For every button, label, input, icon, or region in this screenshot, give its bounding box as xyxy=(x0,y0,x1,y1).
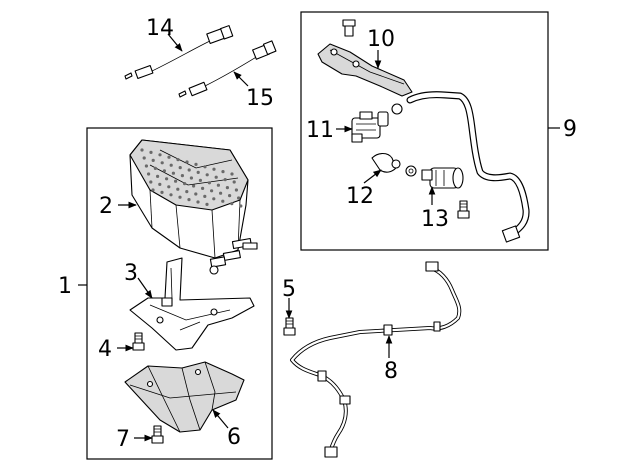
canister-bracket xyxy=(129,257,255,351)
canister-texture-dot xyxy=(237,196,241,200)
bolt-5 xyxy=(283,317,296,336)
bolt-4 xyxy=(132,332,145,351)
canister-texture-dot xyxy=(225,186,229,190)
canister-texture-dot xyxy=(212,197,216,201)
canister-texture-dot xyxy=(160,161,164,165)
canister-texture-dot xyxy=(194,192,198,196)
evap-canister xyxy=(129,139,258,275)
canister-texture-dot xyxy=(194,162,198,166)
canister-texture-dot xyxy=(221,170,225,174)
wiring-harness xyxy=(290,261,462,458)
canister-texture-dot xyxy=(169,163,173,167)
canister-texture-dot xyxy=(185,160,189,164)
callout-5: 5 xyxy=(282,277,296,302)
callout-12: 12 xyxy=(346,184,374,209)
canister-texture-dot xyxy=(142,156,146,160)
callout-11: 11 xyxy=(306,118,334,143)
canister-texture-dot xyxy=(187,168,191,172)
canister-texture-dot xyxy=(214,175,218,179)
canister-texture-dot xyxy=(171,171,175,175)
canister-texture-dot xyxy=(196,200,200,204)
canister-texture-dot xyxy=(230,172,234,176)
canister-texture-dot xyxy=(210,189,214,193)
canister-texture-dot xyxy=(205,173,209,177)
canister-texture-dot xyxy=(165,177,169,181)
canister-texture-dot xyxy=(232,180,236,184)
canister-texture-dot xyxy=(169,193,173,197)
canister-texture-dot xyxy=(156,174,160,178)
hose-connector xyxy=(371,152,417,177)
canister-texture-dot xyxy=(221,199,225,203)
canister-texture-dot xyxy=(153,166,157,170)
canister-texture-dot xyxy=(198,178,202,182)
canister-texture-dot xyxy=(176,158,180,162)
canister-texture-dot xyxy=(219,191,223,195)
canister-texture-dot xyxy=(149,180,153,184)
canister-texture-dot xyxy=(216,183,220,187)
canister-texture-dot xyxy=(149,150,153,154)
callout-10: 10 xyxy=(367,27,395,52)
canister-texture-dot xyxy=(205,202,209,206)
canister-texture-dot xyxy=(176,187,180,191)
purge-solenoid-valve xyxy=(351,111,389,143)
canister-texture-dot xyxy=(189,176,193,180)
canister-texture-dot xyxy=(178,166,182,170)
canister-texture-dot xyxy=(201,186,205,190)
callout-15: 15 xyxy=(246,86,274,111)
callout-3: 3 xyxy=(124,261,138,286)
canister-texture-dot xyxy=(203,194,207,198)
canister-texture-dot xyxy=(151,158,155,162)
canister-texture-dot xyxy=(167,155,171,159)
canister-texture-dot xyxy=(160,190,164,194)
canister-texture-dot xyxy=(196,170,200,174)
canister-texture-dot xyxy=(207,181,211,185)
leader-lines xyxy=(78,33,560,442)
canister-texture-dot xyxy=(228,194,232,198)
purge-valve-bracket xyxy=(317,19,413,97)
group-box-1 xyxy=(86,127,273,460)
oxygen-sensor-lower xyxy=(178,40,277,98)
canister-texture-dot xyxy=(223,178,227,182)
bolt-7 xyxy=(151,425,164,444)
canister-texture-dot xyxy=(144,164,148,168)
oxygen-sensor-upper xyxy=(124,25,234,80)
canister-texture-dot xyxy=(239,204,243,208)
canister-texture-dot xyxy=(158,153,162,157)
canister-texture-dot xyxy=(178,195,182,199)
callout-7: 7 xyxy=(116,427,130,452)
canister-texture-dot xyxy=(183,182,187,186)
callout-13: 13 xyxy=(421,207,449,232)
canister-texture-dot xyxy=(180,174,184,178)
canister-texture-dot xyxy=(167,185,171,189)
canister-texture-dot xyxy=(234,188,238,192)
canister-texture-dot xyxy=(185,190,189,194)
canister-texture-dot xyxy=(151,188,155,192)
callout-4: 4 xyxy=(98,337,112,362)
canister-texture-dot xyxy=(192,184,196,188)
canister-texture-dot xyxy=(162,169,166,173)
bolt-13 xyxy=(457,200,470,219)
callout-2: 2 xyxy=(99,194,113,219)
vent-valve xyxy=(421,167,464,189)
callout-1: 1 xyxy=(58,274,72,299)
canister-texture-dot xyxy=(203,165,207,169)
canister-texture-dot xyxy=(187,198,191,202)
canister-shield xyxy=(124,361,245,433)
callout-6: 6 xyxy=(227,425,241,450)
canister-texture-dot xyxy=(174,179,178,183)
canister-texture-dot xyxy=(140,148,144,152)
canister-texture-dot xyxy=(158,182,162,186)
canister-texture-dot xyxy=(147,172,151,176)
callout-8: 8 xyxy=(384,359,398,384)
canister-texture-dot xyxy=(212,167,216,171)
callout-14: 14 xyxy=(146,16,174,41)
callout-9: 9 xyxy=(563,117,577,142)
canister-texture-dot xyxy=(230,202,234,206)
group-box-9 xyxy=(300,11,549,251)
vapor-hose xyxy=(391,91,530,243)
